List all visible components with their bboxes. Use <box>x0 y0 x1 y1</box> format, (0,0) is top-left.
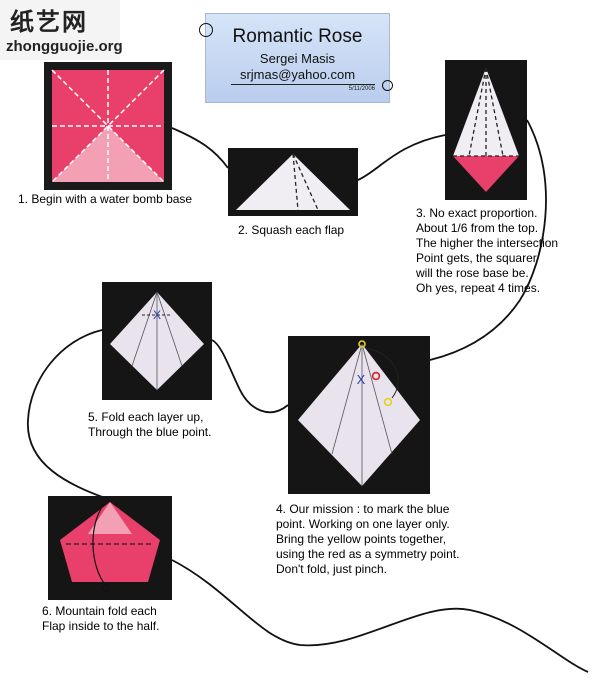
step-5-caption: 5. Fold each layer up, Through the blue … <box>88 410 212 439</box>
step-6-caption: 6. Mountain fold each Flap inside to the… <box>42 604 160 633</box>
step-4-caption: 4. Our mission : to mark the blue point.… <box>276 502 460 576</box>
step-5-photo: X <box>102 282 212 400</box>
squash-flap-image <box>228 148 358 216</box>
ring-icon <box>199 23 213 37</box>
step-3-caption: 3. No exact proportion. About 1/6 from t… <box>416 206 559 295</box>
water-bomb-base-image <box>44 62 172 190</box>
step-4-photo: X <box>288 336 430 494</box>
step-2-photo <box>228 148 358 216</box>
svg-text:X: X <box>153 308 161 322</box>
watermark-url: zhongguojie.org <box>6 38 123 55</box>
title-card: Romantic Rose Sergei Masis srjmas@yahoo.… <box>205 13 390 103</box>
fold-layer-up-image: X <box>102 282 212 400</box>
step-1-photo <box>44 62 172 190</box>
title-date: 5/11/2006 <box>348 86 375 92</box>
diagram-title: Romantic Rose <box>232 26 363 47</box>
step-2-caption: 2. Squash each flap <box>238 223 345 237</box>
intersection-fold-image <box>445 60 527 200</box>
mountain-fold-image <box>48 496 172 600</box>
step-1-caption: 1. Begin with a water bomb base <box>18 192 193 206</box>
step-6-photo <box>48 496 172 600</box>
author-name: Sergei Masis <box>259 51 336 66</box>
ring-icon <box>382 80 393 91</box>
watermark-site-name: 纸艺网 <box>10 7 88 36</box>
step-3-photo <box>445 60 527 200</box>
svg-text:X: X <box>357 372 366 387</box>
author-email: srjmas@yahoo.com <box>239 67 356 82</box>
mark-blue-point-image: X <box>288 336 430 494</box>
site-watermark: 纸艺网 zhongguojie.org <box>0 0 123 60</box>
title-divider <box>231 84 375 85</box>
